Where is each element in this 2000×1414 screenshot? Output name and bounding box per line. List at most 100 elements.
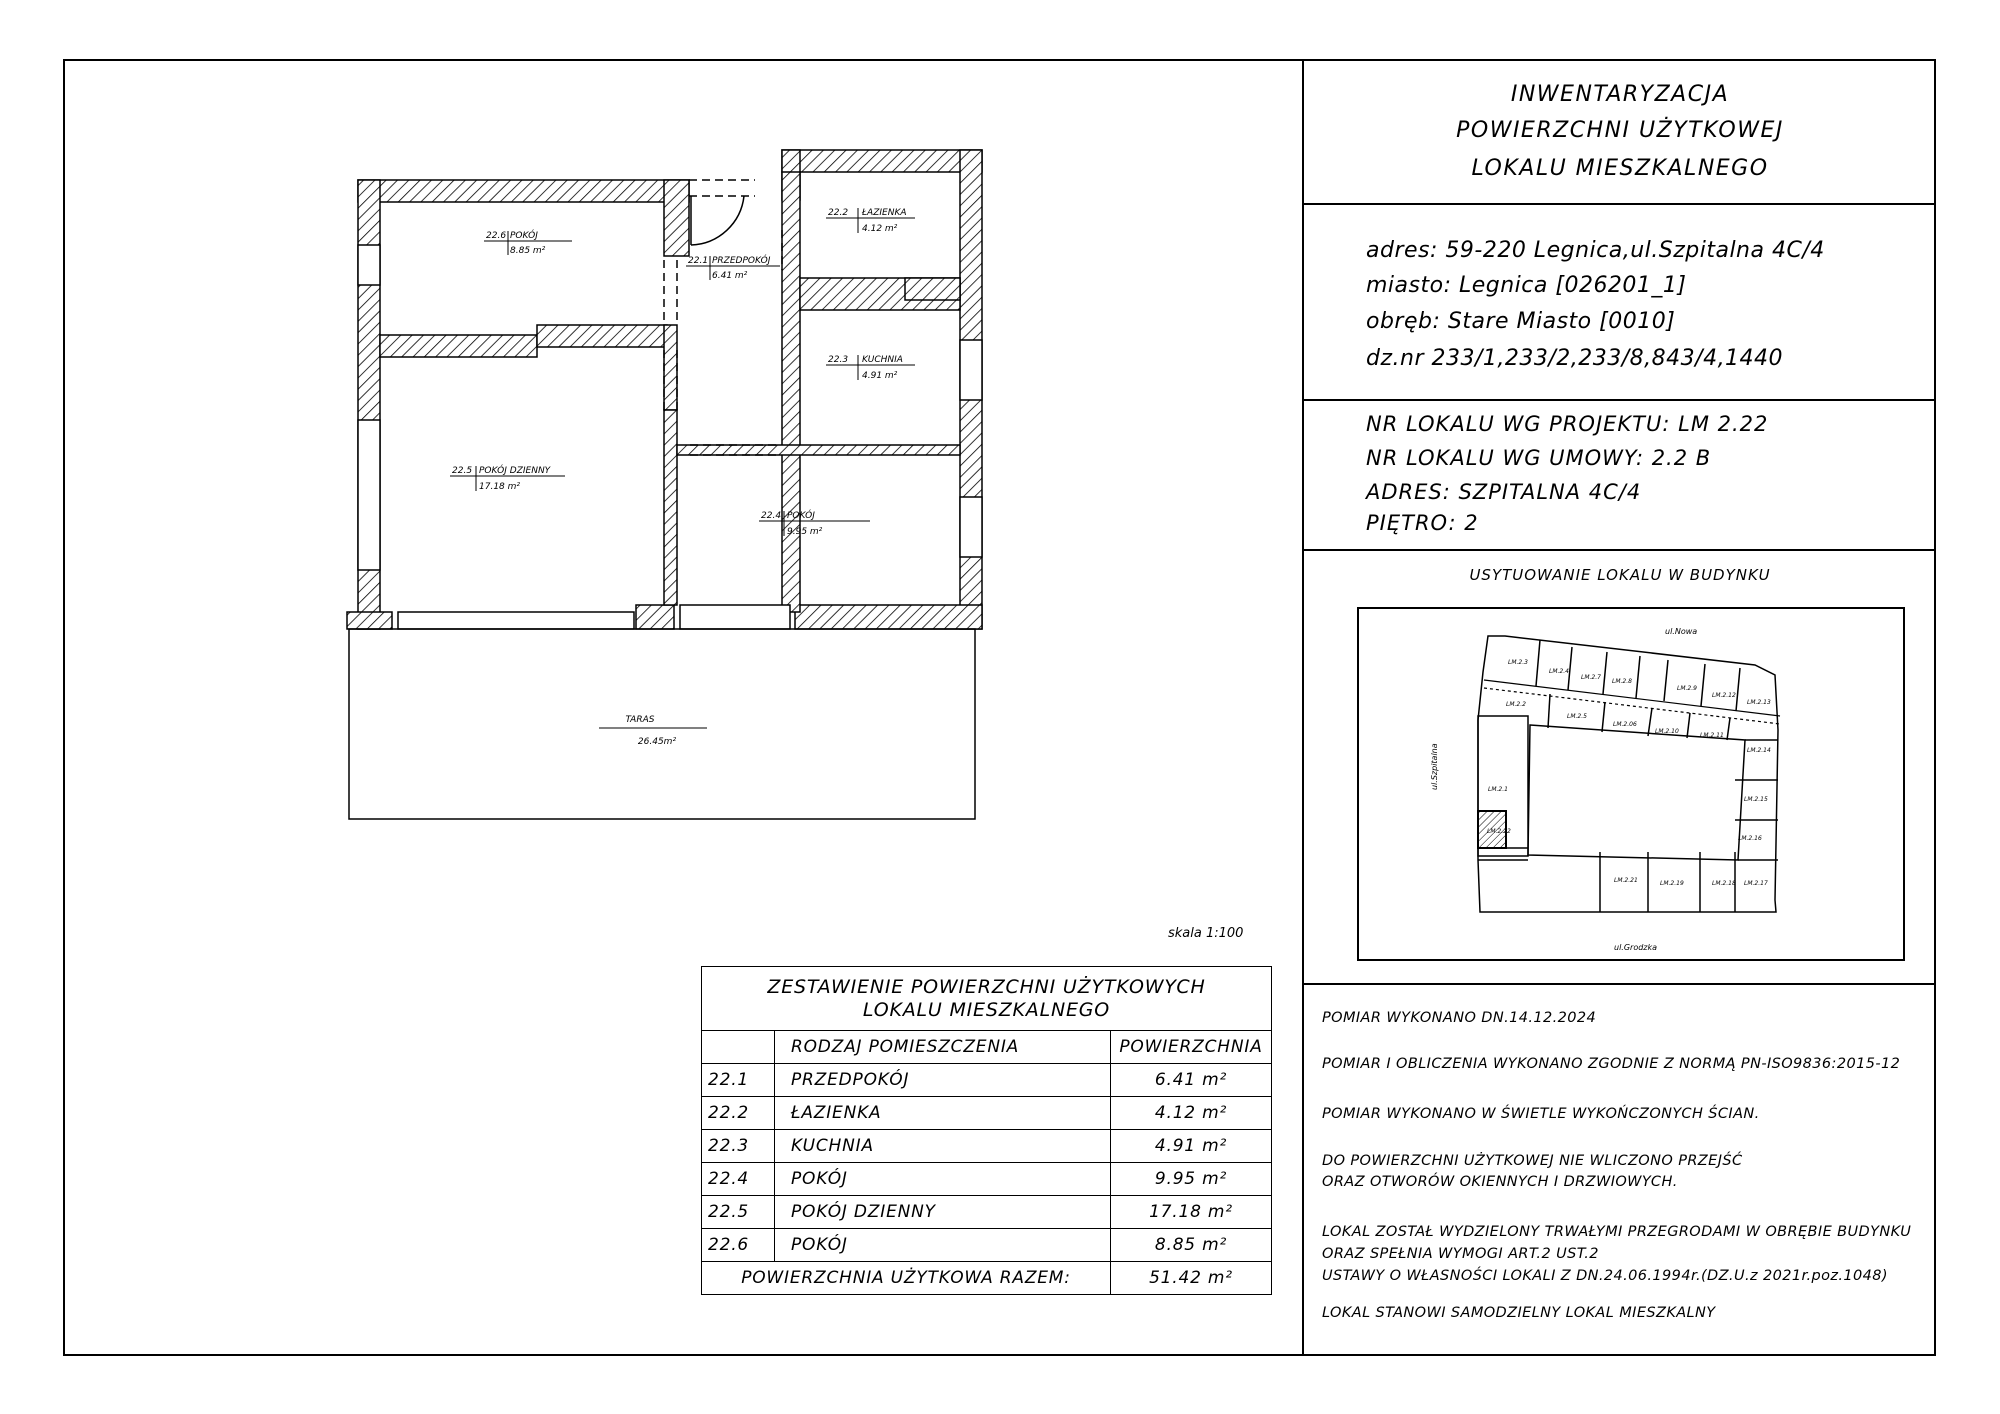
row-area: 4.91 m²: [1110, 1129, 1272, 1163]
row-name: POKÓJ: [774, 1162, 1111, 1196]
room-22-2-name: ŁAZIENKA: [861, 208, 907, 218]
room-22-3-name: KUCHNIA: [862, 355, 903, 365]
row-nr: 22.4: [701, 1162, 775, 1196]
city-line: miasto: Legnica [026201_1]: [1366, 273, 1687, 298]
table-row: 22.3 KUCHNIA 4.91 m²: [701, 1129, 1272, 1163]
divider: [1304, 983, 1936, 985]
room-22-2-area: 4.12 m²: [862, 224, 898, 234]
col-type-header: RODZAJ POMIESZCZENIA: [774, 1030, 1111, 1064]
street-szpitalna: ul.Szpitalna: [1430, 743, 1439, 790]
unit-label: LM.2.1: [1488, 786, 1508, 793]
title-line-3: LOKALU MIESZKALNEGO: [1471, 156, 1769, 181]
room-22-4-nr: 22.4: [761, 511, 781, 521]
address-line: adres: 59-220 Legnica,ul.Szpitalna 4C/4: [1366, 238, 1825, 263]
unit-label: LM.2.19: [1660, 880, 1684, 887]
unit-label: LM.2.5: [1567, 713, 1587, 720]
unit-label: LM.2.21: [1614, 877, 1638, 884]
area-summary-table: ZESTAWIENIE POWIERZCHNI UŻYTKOWYCH LOKAL…: [701, 966, 1272, 1295]
unit-label: LM.2.14: [1747, 747, 1771, 754]
row-area: 8.85 m²: [1110, 1228, 1272, 1262]
room-22-5-name: POKÓJ DZIENNY: [479, 464, 552, 476]
table-row: 22.4 POKÓJ 9.95 m²: [701, 1162, 1272, 1196]
unit-label: LM.2.11: [1700, 732, 1724, 739]
row-nr: 22.5: [701, 1195, 775, 1229]
row-nr: 22.2: [701, 1096, 775, 1130]
note-legal-1: LOKAL ZOSTAŁ WYDZIELONY TRWAŁYMI PRZEGRO…: [1322, 1224, 1912, 1240]
row-area: 6.41 m²: [1110, 1063, 1272, 1097]
site-plan-labels: ul.Nowa ul.Grodzka ul.Szpitalna LM.2.3 L…: [1430, 627, 1771, 952]
room-22-1-nr: 22.1: [688, 256, 708, 266]
row-name: POKÓJ DZIENNY: [774, 1195, 1111, 1229]
row-nr: 22.3: [701, 1129, 775, 1163]
note-measurement: POMIAR WYKONANO W ŚWIETLE WYKOŃCZONYCH Ś…: [1322, 1106, 1760, 1122]
unit-label: LM.2.9: [1677, 685, 1697, 692]
room-22-6-nr: 22.6: [486, 231, 506, 241]
site-plan: [1357, 607, 1905, 961]
street-grodzka: ul.Grodzka: [1614, 943, 1657, 952]
room-22-6-area: 8.85 m²: [510, 246, 546, 256]
note-legal-3: USTAWY O WŁASNOŚCI LOKALI Z DN.24.06.199…: [1322, 1268, 1888, 1284]
note-date: POMIAR WYKONANO DN.14.12.2024: [1322, 1010, 1597, 1026]
row-area: 4.12 m²: [1110, 1096, 1272, 1130]
unit-label: LM.2.8: [1612, 678, 1632, 685]
divider: [1304, 203, 1936, 205]
room-22-1-name: PRZEDPOKÓJ: [712, 254, 771, 266]
room-22-6-name: POKÓJ: [510, 229, 538, 241]
floor-plan: [346, 149, 983, 820]
table-row: 22.5 POKÓJ DZIENNY 17.18 m²: [701, 1195, 1272, 1229]
unit-label: LM.2.2: [1506, 701, 1526, 708]
col-area-header: POWIERZCHNIA: [1110, 1030, 1272, 1064]
title-block-divider: [1302, 59, 1304, 1356]
room-22-4-name: POKÓJ: [787, 509, 815, 521]
unit-label: LM.2.7: [1581, 674, 1601, 681]
row-nr: 22.6: [701, 1228, 775, 1262]
note-independent-unit: LOKAL STANOWI SAMODZIELNY LOKAL MIESZKAL…: [1322, 1305, 1716, 1321]
unit-label: LM.2.15: [1744, 796, 1768, 803]
summary-title-line-1: ZESTAWIENIE POWIERZCHNI UŻYTKOWYCH: [767, 975, 1206, 998]
street-nowa: ul.Nowa: [1665, 627, 1697, 636]
room-labels: 22.6 POKÓJ 8.85 m² 22.1 PRZEDPOKÓJ 6.41 …: [450, 208, 915, 747]
table-row: 22.1 PRZEDPOKÓJ 6.41 m²: [701, 1063, 1272, 1097]
row-name: KUCHNIA: [774, 1129, 1111, 1163]
row-name: POKÓJ: [774, 1228, 1111, 1262]
unit-label: LM.2.16: [1738, 835, 1762, 842]
total-row: POWIERZCHNIA UŻYTKOWA RAZEM: 51.42 m²: [701, 1261, 1272, 1295]
unit-label: LM.2.12: [1712, 692, 1736, 699]
taras-area: 26.45m²: [638, 737, 677, 747]
note-exclusions-1: DO POWIERZCHNI UŻYTKOWEJ NIE WLICZONO PR…: [1322, 1153, 1743, 1169]
unit-label: LM.2.17: [1744, 880, 1768, 887]
note-exclusions-2: ORAZ OTWORÓW OKIENNYCH I DRZWIOWYCH.: [1322, 1174, 1678, 1190]
unit-label: LM.2.3: [1508, 659, 1528, 666]
row-nr: 22.1: [701, 1063, 775, 1097]
room-22-5-area: 17.18 m²: [479, 482, 520, 492]
unit-address: ADRES: SZPITALNA 4C/4: [1366, 480, 1642, 504]
taras-name: TARAS: [626, 715, 655, 725]
total-label: POWIERZCHNIA UŻYTKOWA RAZEM:: [701, 1261, 1111, 1295]
room-22-4-area: 9.95 m²: [787, 527, 823, 537]
parcels-line: dz.nr 233/1,233/2,233/8,843/4,1440: [1366, 346, 1784, 371]
unit-label: LM.2.18: [1712, 880, 1736, 887]
col-nr-header: [701, 1030, 775, 1064]
unit-floor: PIĘTRO: 2: [1366, 511, 1479, 535]
unit-label: LM.2.4: [1549, 668, 1569, 675]
summary-title-line-2: LOKALU MIESZKALNEGO: [862, 998, 1111, 1021]
room-22-2-nr: 22.2: [828, 208, 848, 218]
total-value: 51.42 m²: [1110, 1261, 1272, 1295]
row-name: ŁAZIENKA: [774, 1096, 1111, 1130]
title-line-1: INWENTARYZACJA: [1510, 82, 1730, 107]
unit-label: LM.2.06: [1613, 721, 1637, 728]
site-plan-title: USYTUOWANIE LOKALU W BUDYNKU: [1469, 566, 1771, 584]
unit-project-number: NR LOKALU WG PROJEKTU: LM 2.22: [1366, 412, 1769, 436]
divider: [1304, 399, 1936, 401]
scale-label: skala 1:100: [1168, 926, 1244, 941]
unit-label: LM.2.22: [1487, 828, 1511, 835]
note-legal-2: ORAZ SPEŁNIA WYMOGI ART.2 UST.2: [1322, 1246, 1599, 1262]
row-name: PRZEDPOKÓJ: [774, 1063, 1111, 1097]
room-22-1-area: 6.41 m²: [712, 271, 748, 281]
title-line-2: POWIERZCHNI UŻYTKOWEJ: [1456, 118, 1784, 143]
note-standard: POMIAR I OBLICZENIA WYKONANO ZGODNIE Z N…: [1322, 1056, 1901, 1072]
row-area: 17.18 m²: [1110, 1195, 1272, 1229]
unit-label: LM.2.10: [1655, 728, 1679, 735]
room-22-3-nr: 22.3: [828, 355, 848, 365]
divider: [1304, 549, 1936, 551]
